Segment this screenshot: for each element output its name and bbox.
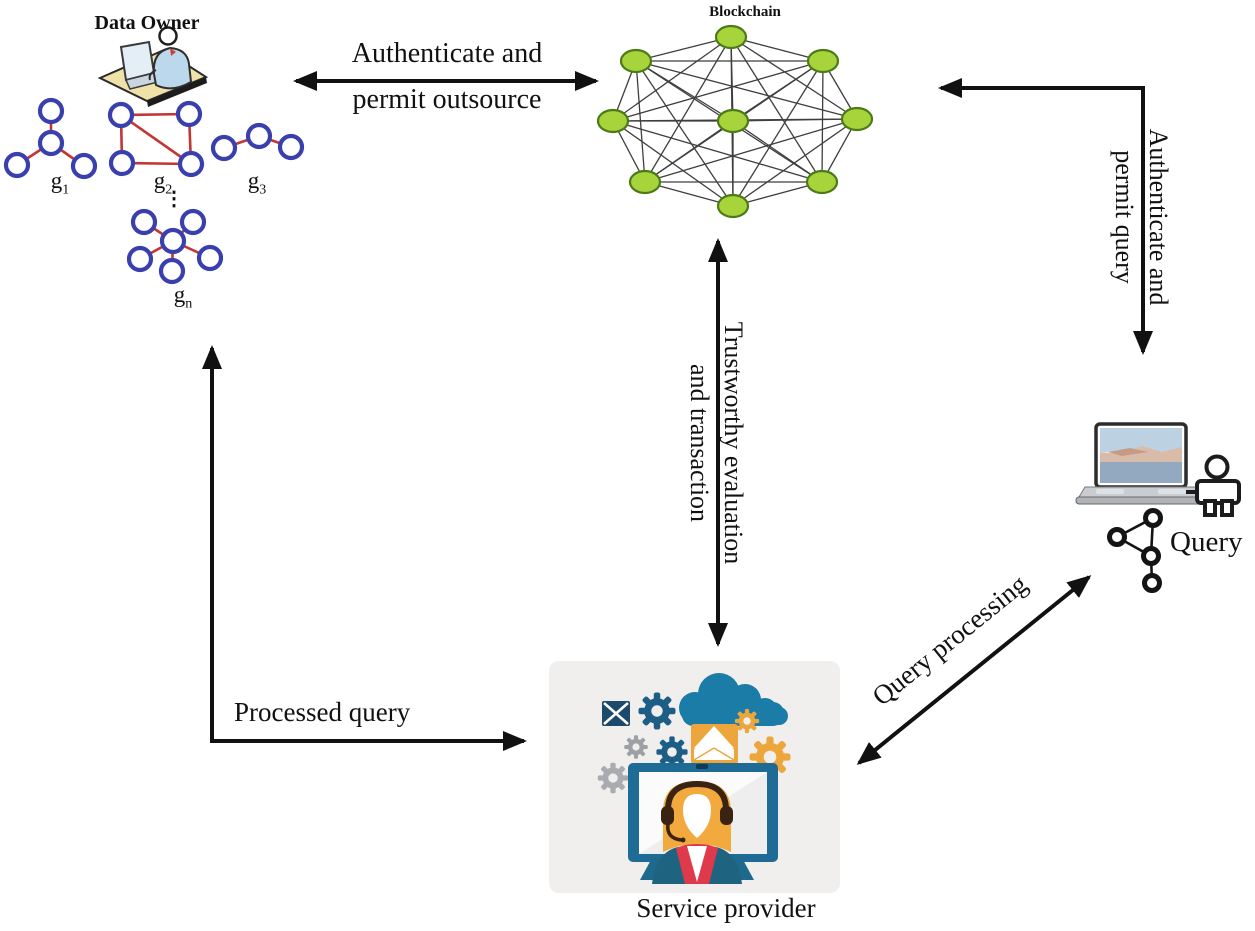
owner-graph-g2 xyxy=(107,100,205,178)
data-owner-title: Data Owner xyxy=(94,12,200,34)
query-graph-icon xyxy=(1107,508,1163,593)
service-provider-caption: Service provider xyxy=(636,893,816,923)
blockchain-edge xyxy=(612,120,823,183)
gear-icon xyxy=(597,762,629,794)
blockchain-network-icon xyxy=(596,24,874,219)
blockchain-title: Blockchain xyxy=(709,4,781,20)
gear-icon xyxy=(638,692,676,730)
blockchain-edge xyxy=(612,60,824,122)
blockchain-edge xyxy=(644,120,734,183)
blockchain-edge xyxy=(732,118,858,122)
blockchain-edge xyxy=(732,118,858,207)
owner-graph-g3 xyxy=(210,122,305,162)
blockchain-edge xyxy=(732,120,823,183)
blockchain-node xyxy=(716,193,750,219)
arrow-authenticate-query xyxy=(938,78,1153,355)
label-processed-query: Processed query xyxy=(234,697,411,727)
support-agent-icon xyxy=(628,763,778,884)
open-envelope-icon xyxy=(691,724,738,764)
service-provider-icon xyxy=(549,661,840,893)
label-trustworthy-evaluation: Trustworthy evaluation and transaction xyxy=(685,321,748,565)
query-laptop-icon xyxy=(1075,422,1207,505)
blockchain-edge xyxy=(821,60,824,183)
graph-label-gn: gn xyxy=(173,282,193,312)
blockchain-edge xyxy=(612,36,732,122)
gear-icon xyxy=(624,735,648,759)
blockchain-node xyxy=(805,169,839,195)
gear-icon xyxy=(734,708,760,734)
blockchain-node xyxy=(806,48,840,74)
query-person-icon xyxy=(1186,454,1241,517)
blockchain-node xyxy=(628,169,662,195)
gear-icon xyxy=(656,736,688,768)
blockchain-node xyxy=(596,108,630,134)
blockchain-edge xyxy=(635,36,732,62)
label-authenticate-outsource-line2: permit outsource xyxy=(352,84,542,115)
graph-label-g2: g2 xyxy=(153,168,173,198)
blockchain-edge xyxy=(730,36,824,62)
blockchain-edge xyxy=(730,36,858,120)
owner-graph-gn xyxy=(126,208,224,285)
blockchain-edge xyxy=(635,60,858,120)
graphs-ellipsis: ⋮ xyxy=(164,188,184,210)
graph-label-g3: g3 xyxy=(247,168,267,198)
label-authenticate-outsource-line1: Authenticate and xyxy=(351,38,543,69)
blockchain-node xyxy=(840,106,874,132)
label-authenticate-query: Authenticate and permit query xyxy=(1110,128,1173,306)
owner-graph-g1 xyxy=(3,97,98,180)
envelope-icon xyxy=(602,701,630,726)
arrow-query-processing xyxy=(856,575,1092,765)
data-owner-icon xyxy=(97,26,209,107)
graph-label-g1: g1 xyxy=(50,168,70,198)
query-caption: Query xyxy=(1170,526,1243,558)
blockchain-node xyxy=(619,48,653,74)
blockchain-edge xyxy=(612,120,734,207)
arrow-processed-query xyxy=(202,345,527,751)
blockchain-edge xyxy=(644,118,858,183)
blockchain-node xyxy=(716,108,750,134)
blockchain-node xyxy=(714,24,748,50)
